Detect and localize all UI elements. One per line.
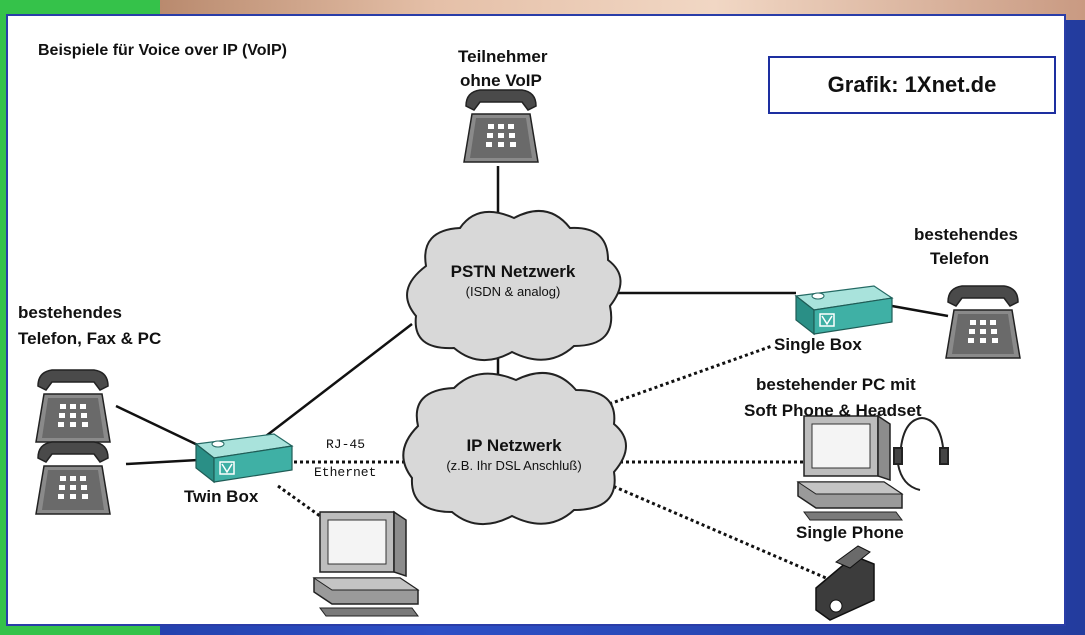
ip-label: IP Netzwerk (z.B. Ihr DSL Anschluß) [408,436,620,476]
pc-icon [797,415,903,521]
pstn-cloud [406,210,622,362]
pstn-name: PSTN Netzwerk [450,262,576,281]
twin-box-icon [195,433,293,483]
pstn-label: PSTN Netzwerk (ISDN & analog) [428,262,598,302]
phone-icon [945,285,1021,359]
link-ip-singlebox [597,344,773,410]
single-box-icon [795,285,893,335]
pstn-sub: (ISDN & analog) [465,284,561,299]
link-pstn-twinbox [265,323,413,437]
ethernet-label: Ethernet [314,465,377,480]
softphone-label-2: Soft Phone & Headset [744,401,922,420]
link-ip-singlephone [607,482,827,580]
link-phone-twinbox [115,404,205,450]
left-group-label-1: bestehendes [18,303,122,322]
phone-icon [35,441,111,515]
right-phone-label-2: Telefon [930,249,990,268]
credit-text: Grafik: 1Xnet.de [827,72,997,97]
single-box-label: Single Box [774,335,862,354]
phone-icon [35,369,111,443]
single-phone-icon [815,545,875,621]
diagram-panel: Beispiele für Voice over IP (VoIP) Grafi… [6,14,1066,626]
left-group-label-2: Telefon, Fax & PC [18,329,162,348]
teilnehmer-label-1: Teilnehmer [458,47,548,66]
rj45-label: RJ-45 [326,437,366,452]
link-phone2-twinbox [125,458,199,466]
softphone-label-1: bestehender PC mit [756,375,916,394]
ip-sub: (z.B. Ihr DSL Anschluß) [446,458,582,473]
teilnehmer-label-2: ohne VoIP [460,71,542,90]
single-phone-label: Single Phone [796,523,904,542]
headset-icon [893,416,949,491]
pc-icon [313,511,419,617]
twin-box-label: Twin Box [184,487,259,506]
link-singlebox-phone [891,304,949,318]
right-phone-label-1: bestehendes [914,225,1018,244]
phone-icon [463,89,539,163]
credit-box: Grafik: 1Xnet.de [768,56,1056,114]
ip-name: IP Netzwerk [466,436,562,455]
network-diagram [35,89,1021,621]
ip-cloud [402,372,627,526]
diagram-title: Beispiele für Voice over IP (VoIP) [38,42,287,59]
